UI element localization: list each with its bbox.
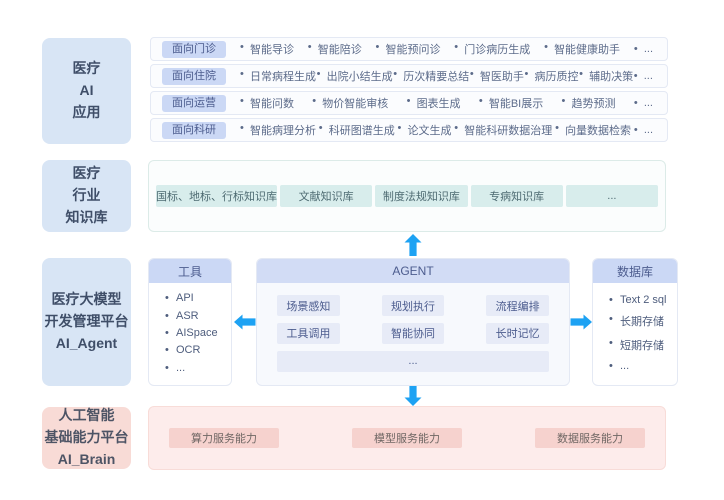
row-item: 智能陪诊 [308, 41, 362, 57]
row-tag: 面向住院 [162, 67, 226, 85]
app-layer-rows: 面向门诊 智能导诊 智能陪诊 智能预问诊 门诊病历生成 智能健康助手 ... 面… [150, 37, 668, 142]
row-item: 出院小结生成 [317, 68, 393, 84]
knowledge-chip: 制度法规知识库 [375, 185, 468, 207]
row-item-more: ... [634, 43, 653, 55]
agent-capability: 长时记忆 [486, 322, 549, 344]
knowledge-chip: 文献知识库 [280, 185, 373, 207]
row-item: 趋势预测 [562, 95, 616, 111]
app-layer-label: 医疗 AI 应用 [42, 38, 131, 144]
row-tag: 面向运营 [162, 94, 226, 112]
tool-item: ASR [165, 310, 227, 322]
arrow-up-icon [404, 234, 422, 256]
arrow-right-icon [570, 314, 592, 330]
database-panel: 数据库 Text 2 sql 长期存储 短期存储 ... [592, 258, 678, 386]
row-item: 病历质控 [525, 68, 579, 84]
database-item: 短期存储 [609, 337, 673, 353]
tools-panel-title: 工具 [149, 259, 231, 283]
arrow-left-icon [234, 314, 256, 330]
app-row-operations: 面向运营 智能问数 物价智能审核 图表生成 智能BI展示 趋势预测 ... [150, 91, 668, 115]
row-item: 智能健康助手 [544, 41, 620, 57]
tools-panel: 工具 API ASR AISpace OCR ... [148, 258, 232, 386]
app-row-outpatient: 面向门诊 智能导诊 智能陪诊 智能预问诊 门诊病历生成 智能健康助手 ... [150, 37, 668, 61]
row-item: 智能导诊 [240, 41, 294, 57]
tool-item: AISpace [165, 327, 227, 339]
agent-capability-more: ... [277, 350, 549, 372]
row-item: 日常病程生成 [240, 68, 316, 84]
row-item: 科研图谱生成 [319, 122, 395, 138]
knowledge-base-panel: 国标、地标、行标知识库 文献知识库 制度法规知识库 专病知识库 ... [148, 160, 666, 232]
row-item: 智能问数 [240, 95, 294, 111]
brain-layer-label: 人工智能 基础能力平台 AI_Brain [42, 407, 131, 469]
arrow-down-icon [404, 386, 422, 406]
app-row-research: 面向科研 智能病理分析 科研图谱生成 论文生成 智能科研数据治理 向量数据检索 … [150, 118, 668, 142]
row-item: 论文生成 [398, 122, 452, 138]
row-item-more: ... [634, 97, 653, 109]
brain-panel: 算力服务能力 模型服务能力 数据服务能力 [148, 406, 666, 470]
knowledge-chip: 国标、地标、行标知识库 [156, 185, 277, 207]
row-item: 历次精要总结 [393, 68, 469, 84]
row-item: 图表生成 [407, 95, 461, 111]
row-tag: 面向科研 [162, 121, 226, 139]
database-item: Text 2 sql [609, 294, 673, 306]
agent-capability: 规划执行 [381, 295, 445, 317]
row-item: 物价智能审核 [312, 95, 388, 111]
row-item-more: ... [634, 70, 653, 82]
tool-item-more: ... [165, 362, 227, 374]
agent-panel-title: AGENT [257, 259, 569, 283]
row-item: 辅助决策 [579, 68, 633, 84]
database-panel-title: 数据库 [593, 259, 677, 283]
knowledge-layer-label: 医疗 行业 知识库 [42, 160, 131, 232]
agent-capability: 流程编排 [486, 295, 549, 317]
brain-capability-chip: 模型服务能力 [352, 428, 462, 448]
row-item: 智能预问诊 [376, 41, 441, 57]
row-item: 智医助手 [470, 68, 524, 84]
tool-item: OCR [165, 344, 227, 356]
knowledge-chip: 专病知识库 [470, 185, 563, 207]
row-item: 智能科研数据治理 [454, 122, 552, 138]
database-item: 长期存储 [609, 313, 673, 329]
row-item-more: ... [634, 124, 653, 136]
agent-capability: 场景感知 [277, 295, 340, 317]
row-tag: 面向门诊 [162, 40, 226, 58]
row-item: 向量数据检索 [555, 122, 631, 138]
row-item: 智能病理分析 [240, 122, 316, 138]
brain-capability-chip: 数据服务能力 [535, 428, 645, 448]
platform-layer-label: 医疗大模型 开发管理平台 AI_Agent [42, 258, 131, 386]
agent-capability: 工具调用 [277, 322, 340, 344]
tool-item: API [165, 292, 227, 304]
knowledge-chip-more: ... [565, 185, 658, 207]
row-item: 门诊病历生成 [454, 41, 530, 57]
agent-panel: AGENT 场景感知 规划执行 流程编排 工具调用 智能协同 长时记忆 ... [256, 258, 570, 386]
app-row-inpatient: 面向住院 日常病程生成 出院小结生成 历次精要总结 智医助手 病历质控 辅助决策… [150, 64, 668, 88]
database-item-more: ... [609, 360, 673, 372]
agent-capability: 智能协同 [381, 322, 445, 344]
brain-capability-chip: 算力服务能力 [169, 428, 279, 448]
row-item: 智能BI展示 [479, 95, 543, 111]
